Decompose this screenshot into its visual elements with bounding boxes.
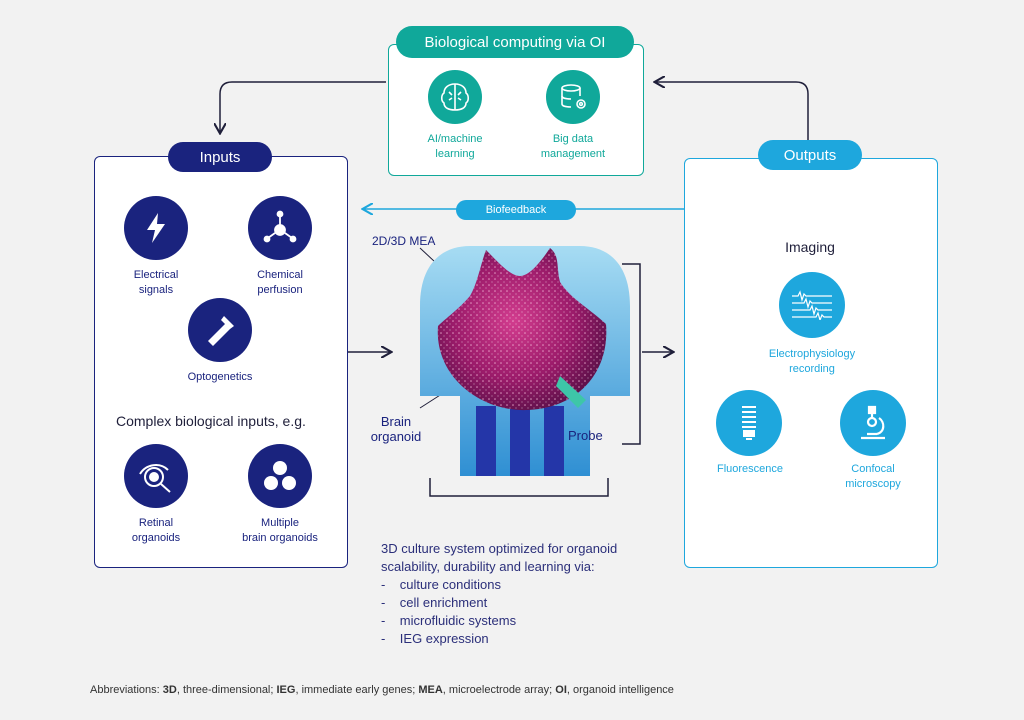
eye-icon (124, 444, 188, 508)
abbreviations-footnote: Abbreviations: 3D, three-dimensional; IE… (90, 684, 674, 696)
imaging-heading: Imaging (785, 239, 835, 255)
database-gear-icon (546, 70, 600, 124)
electrical-signals-label: Electrical signals (133, 269, 179, 296)
chemical-perfusion-label: Chemical perfusion (257, 269, 303, 296)
complex-inputs-heading: Complex biological inputs, e.g. (116, 413, 306, 429)
flashlight-icon (188, 298, 252, 362)
big-data-label: Big data management (540, 133, 606, 160)
culture-system-text: 3D culture system optimized for organoid… (381, 540, 617, 648)
culture-item: - culture conditions (381, 577, 501, 592)
organoid-device-illustration (420, 246, 630, 476)
biofeedback-label: Biofeedback (456, 200, 576, 220)
fluorescence-label: Fluorescence (716, 463, 784, 475)
microscope-icon (840, 390, 906, 456)
waveform-icon (779, 272, 845, 338)
culture-description: 3D culture system optimized for organoid… (381, 541, 618, 574)
retinal-organoids-label: Retinal organoids (131, 517, 181, 544)
mea-label: 2D/3D MEA (372, 234, 436, 248)
inputs-title: Inputs (168, 142, 272, 172)
ai-ml-label: AI/machine learning (427, 133, 483, 160)
molecule-icon (248, 196, 312, 260)
bulb-icon (716, 390, 782, 456)
electrophysiology-label: Electrophysiology recording (768, 348, 856, 375)
confocal-microscopy-label: Confocal microscopy (845, 463, 901, 490)
lightning-icon (124, 196, 188, 260)
brain-circuit-icon (428, 70, 482, 124)
outputs-title: Outputs (758, 140, 862, 170)
spheres-icon (248, 444, 312, 508)
abbreviations-prefix: Abbreviations: (90, 684, 163, 696)
culture-item: - IEG expression (381, 631, 489, 646)
culture-item: - microfluidic systems (381, 613, 517, 628)
multiple-brain-organoids-label: Multiple brain organoids (242, 517, 318, 544)
oi-computing-title: Biological computing via OI (396, 26, 634, 58)
optogenetics-label: Optogenetics (187, 371, 253, 383)
outputs-panel (684, 158, 938, 568)
culture-item: - cell enrichment (381, 595, 488, 610)
brain-organoid-label: Brain organoid (370, 414, 422, 444)
probe-label: Probe (568, 428, 603, 443)
